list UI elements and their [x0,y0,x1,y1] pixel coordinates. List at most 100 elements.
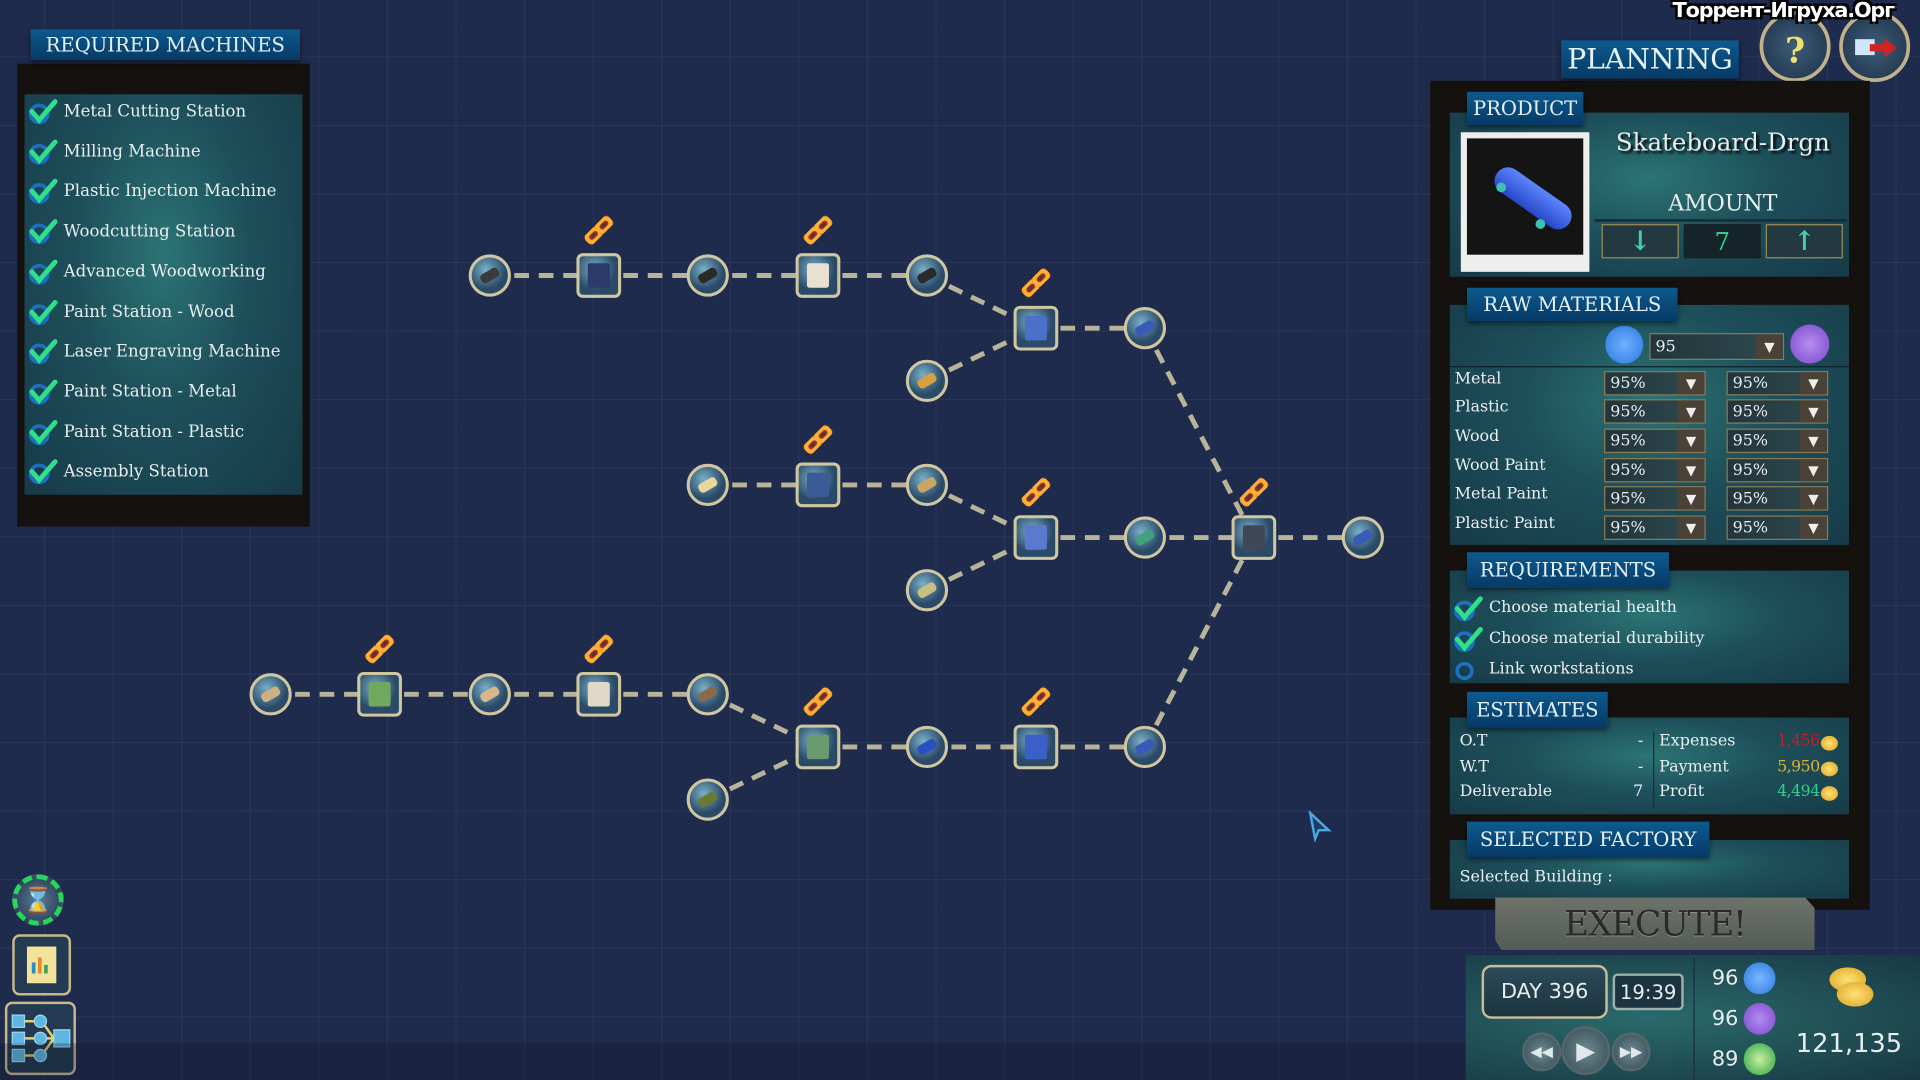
estimate-amount: 1,456 [1777,732,1820,751]
link-chain-icon[interactable] [803,425,832,454]
chevron-down-icon: ▼ [1755,334,1783,359]
material-health-select[interactable]: 95% ▼ [1604,486,1706,511]
coin-icon [1820,735,1838,751]
chevron-down-icon: ▼ [1800,372,1827,395]
play-icon: ▶ [1576,1035,1596,1066]
check-icon [1452,626,1484,658]
planning-title: PLANNING [1561,40,1739,79]
required-machine-item: Metal Cutting Station [27,98,246,125]
material-icon [1135,739,1155,755]
estimate-label: Profit [1659,782,1705,801]
material-durability-select[interactable]: 95%▼ [1726,515,1829,541]
material-icon [917,739,937,755]
required-machine-item: Assembly Station [27,458,209,485]
link-chain-icon[interactable] [1021,478,1050,507]
durability-gear-icon [1790,324,1830,364]
link-chain-icon[interactable] [803,687,832,716]
machine-name: Paint Station - Wood [63,301,235,322]
material-health-select[interactable]: 95%▼ [1604,515,1706,541]
machine-name: Plastic Injection Machine [63,181,277,202]
link-chain-icon[interactable] [1239,478,1268,507]
link-chain-icon[interactable] [584,635,613,663]
flow-arrow [1142,536,1257,749]
material-durability-select[interactable]: 95%▼ [1726,486,1829,511]
material-label: Metal Paint [1454,484,1548,504]
bottom-strip [0,1043,1466,1080]
material-health-select[interactable]: 95%▼ [1604,371,1706,396]
play-button[interactable]: ▶ [1561,1026,1611,1076]
chevron-down-icon: ▼ [1800,487,1827,510]
chevron-down-icon: ▼ [1677,459,1705,482]
link-chain-icon[interactable] [803,216,832,245]
rewind-button[interactable]: ◀◀ [1522,1032,1562,1072]
exit-button[interactable] [1839,11,1911,83]
material-icon [917,582,937,598]
product-image-frame [1460,132,1590,272]
execute-button[interactable]: EXECUTE! [1495,897,1815,951]
health-stat: 96 [1711,966,1739,991]
selected-building-label: Selected Building : [1459,868,1613,887]
chevron-down-icon: ▼ [1677,400,1705,423]
amount-divider [1594,219,1847,222]
reports-button[interactable] [12,934,72,996]
requirement-label: Link workstations [1488,660,1634,679]
flowchart-icon [11,1014,71,1063]
time-speed-hourglass-button[interactable]: ⌛ [12,874,64,926]
material-durability-select[interactable]: 95% ▼ [1726,428,1829,454]
eco-stat: 89 [1711,1046,1739,1072]
fast-forward-button[interactable]: ▶▶ [1611,1032,1651,1072]
watermark-logo: Торрент-Игруха.Орг [1672,0,1895,24]
material-icon [698,267,718,284]
global-health-select[interactable]: 95▼ [1649,333,1785,361]
workstation-icon [1024,525,1047,550]
material-durability-select[interactable]: 95%▼ [1726,399,1829,424]
material-health-select[interactable]: 95% ▼ [1604,457,1706,483]
raw-materials-divider [1449,366,1849,368]
link-chain-icon[interactable] [365,635,394,663]
material-icon [480,267,500,284]
material-health-select[interactable]: 95% ▼ [1604,428,1706,454]
decrease-amount-button[interactable]: ↓ [1601,224,1679,259]
material-icon [1135,320,1155,336]
material-label: Plastic [1454,397,1509,417]
material-durability-select[interactable]: 95%▼ [1726,371,1829,396]
mouse-cursor-icon [1308,810,1332,843]
material-icon [698,686,718,703]
link-chain-icon[interactable] [584,216,613,245]
estimates-section [1449,717,1849,815]
material-health-select[interactable]: 95%▼ [1604,399,1706,424]
material-durability-select[interactable]: 95%▼ [1726,457,1829,483]
help-button[interactable]: ? [1759,11,1831,83]
report-document-icon [26,946,57,984]
estimate-value: - [1637,732,1644,751]
chevron-down-icon: ▼ [1800,429,1827,452]
material-durability-value: 95% [1732,402,1769,421]
workstation-icon [587,682,610,707]
material-health-value: 95% [1610,489,1646,508]
production-chain-button[interactable] [4,1001,76,1076]
estimates-title: ESTIMATES [1466,691,1608,728]
requirements-section [1449,570,1849,684]
estimate-value: - [1637,757,1644,776]
flow-arrow [1142,327,1257,539]
estimate-label: W.T [1459,757,1489,776]
rewind-icon: ◀◀ [1530,1043,1553,1061]
required-machine-item: Milling Machine [27,138,201,165]
requirement-label: Choose material health [1488,598,1677,618]
machine-name: Paint Station - Plastic [63,421,245,442]
link-chain-icon[interactable] [1021,268,1050,297]
chevron-down-icon: ▼ [1677,487,1705,510]
material-durability-value: 95% [1732,431,1769,451]
machine-name: Metal Cutting Station [63,101,247,122]
material-label: Wood [1454,427,1500,446]
check-icon [27,378,59,405]
material-health-value: 95% [1610,461,1646,480]
link-chain-icon[interactable] [1021,687,1050,716]
question-icon: ? [1785,30,1806,72]
material-icon [698,477,718,493]
material-health-value: 95% [1610,431,1646,451]
increase-amount-button[interactable]: ↑ [1765,224,1843,259]
material-icon [480,686,500,703]
chevron-down-icon: ▼ [1677,429,1705,452]
amount-value[interactable]: 7 [1683,224,1761,259]
